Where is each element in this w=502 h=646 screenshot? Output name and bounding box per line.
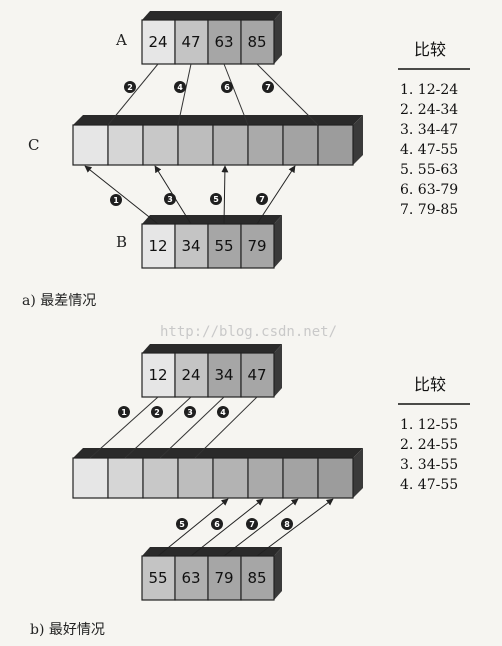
step-badge: 4 [177, 83, 183, 92]
array-a-cell: 24 [181, 366, 200, 384]
step-badge: 5 [179, 520, 185, 529]
array-b-cell: 55 [148, 569, 167, 587]
array-b-cell: 63 [181, 569, 200, 587]
step-badge: 1 [113, 196, 119, 205]
comparison-list-b: 比较 1. 12-55 2. 24-55 3. 34-55 4. 47-55 [398, 375, 470, 493]
step-badge: 4 [220, 408, 226, 417]
comparison-title: 比较 [414, 375, 446, 394]
array-b-box: 12 34 55 79 [141, 215, 282, 269]
watermark-text: http://blog.csdn.net/ [160, 324, 337, 340]
array-b-cell: 55 [214, 237, 233, 255]
array-c-box [72, 115, 363, 166]
caption-best-case: b) 最好情况 [30, 622, 105, 638]
step-badge: 3 [187, 408, 193, 417]
array-a-box-best: 12 24 34 47 [141, 344, 282, 398]
comparison-list-a: 比较 1. 12-24 2. 24-34 3. 34-47 4. 47-55 5… [398, 40, 470, 218]
step-badge: 1 [121, 408, 127, 417]
comparison-item: 2. 24-55 [400, 437, 458, 453]
comparison-item: 4. 47-55 [400, 142, 458, 158]
array-b-cell: 34 [181, 237, 200, 255]
array-a-cell: 12 [148, 366, 167, 384]
label-array-c: C [28, 136, 39, 154]
comparison-item: 5. 55-63 [400, 162, 458, 178]
array-b-cell: 79 [247, 237, 266, 255]
array-b-cell: 12 [148, 237, 167, 255]
comparison-item: 7. 79-85 [400, 202, 458, 218]
diagram-best-case: 12 24 34 47 55 63 79 [30, 344, 470, 638]
comparison-title: 比较 [414, 40, 446, 59]
label-array-a: A [115, 31, 127, 49]
array-a-cell: 34 [214, 366, 233, 384]
diagram-worst-case: A C B 24 47 63 85 [22, 11, 470, 309]
comparison-item: 6. 63-79 [400, 182, 458, 198]
step-badge: 7 [249, 520, 255, 529]
step-badge: 3 [167, 195, 173, 204]
array-b-box-best: 55 63 79 85 [141, 547, 282, 601]
array-c-box-best [72, 448, 363, 499]
step-badge: 6 [224, 83, 230, 92]
comparison-item: 4. 47-55 [400, 477, 458, 493]
comparison-item: 1. 12-55 [400, 417, 458, 433]
step-badge: 2 [127, 83, 133, 92]
a-to-c-lines-best [89, 396, 258, 459]
array-b-cell: 85 [247, 569, 266, 587]
comparison-item: 2. 24-34 [400, 102, 458, 118]
step-badge: 6 [214, 520, 220, 529]
caption-worst-case: a) 最差情况 [22, 293, 96, 309]
b-to-c-arrows-best [157, 498, 334, 557]
step-badge: 5 [213, 195, 219, 204]
step-badge: 7 [265, 83, 271, 92]
array-a-cell: 47 [181, 33, 200, 51]
step-badges-a: 2 4 6 7 1 3 5 7 [110, 81, 274, 206]
array-a-box: 24 47 63 85 [141, 11, 282, 65]
step-badge: 2 [154, 408, 160, 417]
label-array-b: B [116, 233, 127, 251]
a-to-c-lines [107, 63, 319, 126]
array-a-cell: 63 [214, 33, 233, 51]
array-b-cell: 79 [214, 569, 233, 587]
comparison-item: 3. 34-47 [400, 122, 458, 138]
step-badge: 8 [284, 520, 290, 529]
step-badges-b: 1 2 3 4 5 6 7 8 [118, 406, 293, 530]
step-badge: 7 [259, 195, 265, 204]
array-a-cell: 85 [247, 33, 266, 51]
array-a-cell: 24 [148, 33, 167, 51]
array-a-cell: 47 [247, 366, 266, 384]
comparison-item: 3. 34-55 [400, 457, 458, 473]
comparison-item: 1. 12-24 [400, 82, 458, 98]
